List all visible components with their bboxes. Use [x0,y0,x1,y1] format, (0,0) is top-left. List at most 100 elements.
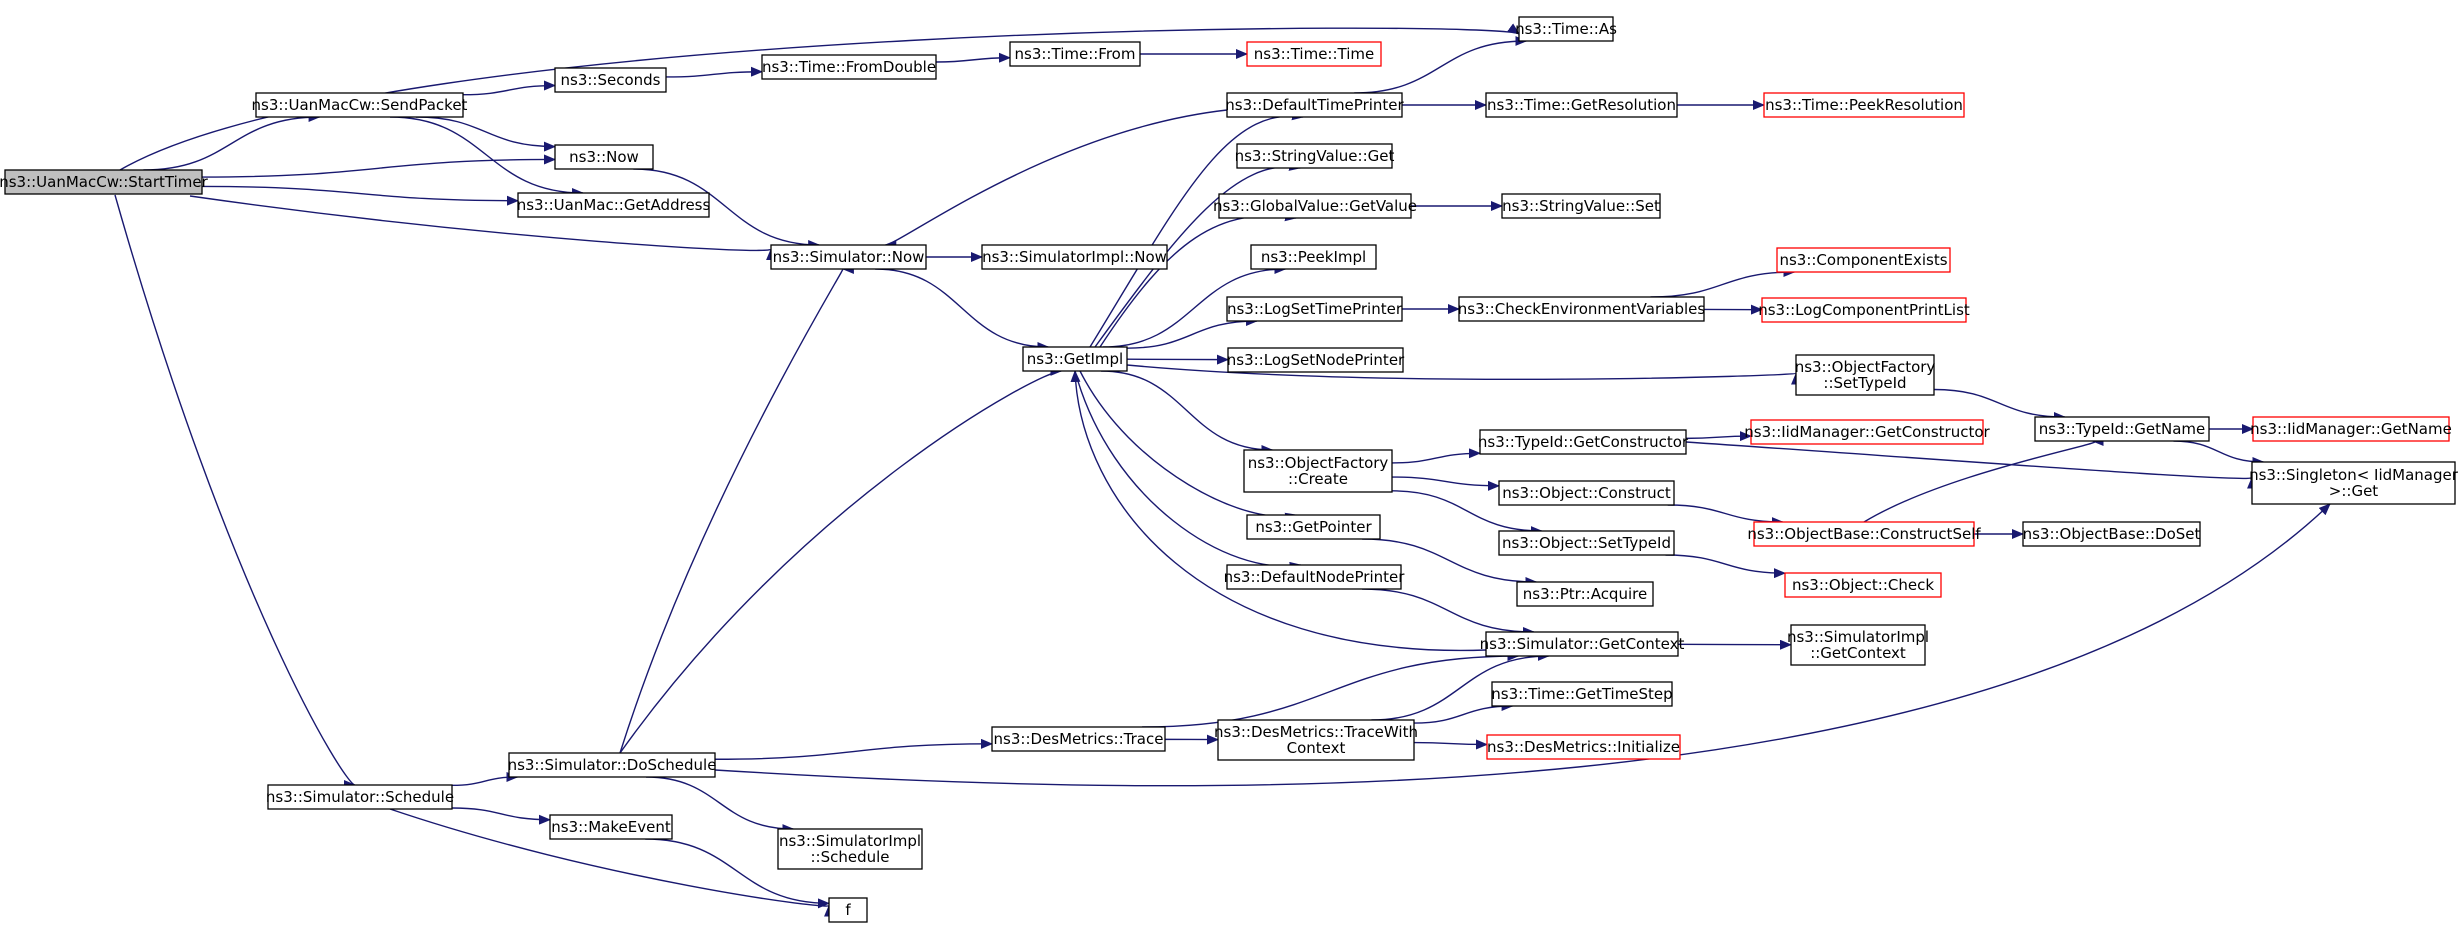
node-ptr-acquire[interactable]: ns3::Ptr::Acquire [1516,581,1654,607]
node-start-timer[interactable]: ns3::UanMacCw::StartTimer [0,169,209,195]
node-objfactory-create[interactable]: ns3::ObjectFactory::Create [1243,449,1393,493]
node-box [1246,514,1381,540]
node-label: >::Get [2329,482,2379,500]
node-box [981,244,1168,270]
node-label: ns3::ObjectFactory [1795,358,1936,376]
node-get-impl[interactable]: ns3::GetImpl [1022,346,1128,372]
node-get-address[interactable]: ns3::UanMac::GetAddress [517,192,711,218]
node-box [554,67,667,93]
node-stringvalue-set[interactable]: ns3::StringValue::Set [1501,193,1661,219]
node-desmetrics-trace[interactable]: ns3::DesMetrics::Trace [991,726,1166,752]
node-objbase-constructself[interactable]: ns3::ObjectBase::ConstructSelf [1747,521,1981,547]
node-label: ns3::LogSetTimePrinter [1227,300,1403,318]
node-label: ns3::PeekImpl [1261,248,1366,266]
node-label: ::GetContext [1810,644,1906,662]
node-seconds[interactable]: ns3::Seconds [554,67,667,93]
node-desmetrics-initialize[interactable]: ns3::DesMetrics::Initialize [1486,734,1681,760]
node-box [1516,581,1654,607]
node-log-set-time-printer[interactable]: ns3::LogSetTimePrinter [1226,296,1403,322]
node-label: ns3::Time::Time [1254,45,1375,63]
node-box [1498,530,1675,556]
node-default-node-printer[interactable]: ns3::DefaultNodePrinter [1224,564,1406,590]
node-log-set-node-printer[interactable]: ns3::LogSetNodePrinter [1227,347,1405,373]
node-box [1226,564,1402,590]
node-send-packet[interactable]: ns3::UanMacCw::SendPacket [252,92,468,118]
node-singleton-get[interactable]: ns3::Singleton< IidManager>::Get [2249,461,2459,505]
node-label: ::SetTypeId [1823,374,1906,392]
node-sim-now[interactable]: ns3::Simulator::Now [770,244,927,270]
node-object-check[interactable]: ns3::Object::Check [1784,572,1942,598]
edge-typeid_getname-to-singleton_get [2173,440,2265,467]
node-log-component-print-list[interactable]: ns3::LogComponentPrintList [1758,297,1970,323]
node-typeid-getname[interactable]: ns3::TypeId::GetName [2034,416,2210,442]
node-time-from[interactable]: ns3::Time::From [1009,41,1141,67]
edge-get_impl-to-peek_impl [1103,264,1287,348]
node-label: ns3::Time::From [1015,45,1136,63]
node-label: ns3::Seconds [561,71,661,89]
edge-sim_doschedule-to-desmetrics_trace [714,738,993,760]
node-box [761,54,937,80]
node-label: ns3::Object::Construct [1502,484,1671,502]
node-label: ns3::IidManager::GetName [2250,420,2452,438]
node-make-event[interactable]: ns3::MakeEvent [549,814,673,840]
node-box [1795,354,1935,396]
node-f[interactable]: f [828,897,868,923]
node-label: ns3::Object::Check [1792,576,1934,594]
edge-desmetrics_tracewithcontext-to-desmetrics_initialize [1413,739,1488,750]
node-label: ns3::Time::FromDouble [762,58,936,76]
node-simimpl-now[interactable]: ns3::SimulatorImpl::Now [981,244,1168,270]
node-label: ns3::SimulatorImpl [1787,628,1929,646]
node-object-settypeid[interactable]: ns3::Object::SetTypeId [1498,530,1675,556]
node-sim-getcontext[interactable]: ns3::Simulator::GetContext [1480,631,1685,657]
edge-from_double-to-time_from [935,52,1011,63]
node-label: ns3::Simulator::Schedule [266,788,454,806]
node-sim-doschedule[interactable]: ns3::Simulator::DoSchedule [508,752,717,778]
node-box [1776,247,1951,273]
edge-objfactory_settypeid-to-typeid_getname [1933,388,2066,422]
node-component-exists[interactable]: ns3::ComponentExists [1776,247,1951,273]
node-time-gettimestep[interactable]: ns3::Time::GetTimeStep [1491,681,1673,707]
node-peek-impl[interactable]: ns3::PeekImpl [1250,244,1377,270]
node-sim-schedule[interactable]: ns3::Simulator::Schedule [266,784,454,810]
node-globalvalue-getvalue[interactable]: ns3::GlobalValue::GetValue [1213,193,1417,219]
node-box [1753,521,1975,547]
node-label: ns3::DesMetrics::Trace [994,730,1164,748]
node-now[interactable]: ns3::Now [554,144,654,170]
edge-default_time_printer-to-time_as [1354,36,1528,94]
node-box [2022,521,2201,547]
node-box [1218,193,1412,219]
node-label: ns3::TypeId::GetName [2039,420,2205,438]
edge-seconds-to-from_double [665,66,763,78]
node-get-resolution[interactable]: ns3::Time::GetResolution [1485,92,1678,118]
node-iidmanager-getname[interactable]: ns3::IidManager::GetName [2250,416,2452,442]
node-time-as[interactable]: ns3::Time::As [1515,16,1617,42]
node-object-construct[interactable]: ns3::Object::Construct [1498,480,1675,506]
node-label: ns3::Simulator::DoSchedule [508,756,717,774]
node-stringvalue-get[interactable]: ns3::StringValue::Get [1235,143,1395,169]
node-label: ns3::DefaultTimePrinter [1225,96,1404,114]
node-label: ns3::DesMetrics::Initialize [1487,738,1680,756]
node-objbase-doset[interactable]: ns3::ObjectBase::DoSet [2022,521,2201,547]
node-simimpl-schedule[interactable]: ns3::SimulatorImpl::Schedule [777,828,923,870]
node-iidmanager-getconstructor[interactable]: ns3::IidManager::GetConstructor [1744,419,1991,445]
node-get-pointer[interactable]: ns3::GetPointer [1246,514,1381,540]
node-typeid-getconstructor[interactable]: ns3::TypeId::GetConstructor [1478,429,1689,455]
node-box [1246,41,1382,67]
node-time-time[interactable]: ns3::Time::Time [1246,41,1382,67]
node-simimpl-getcontext[interactable]: ns3::SimulatorImpl::GetContext [1787,624,1929,666]
node-default-time-printer[interactable]: ns3::DefaultTimePrinter [1225,92,1405,118]
edge-desmetrics_tracewithcontext-to-sim_getcontext [1371,651,1550,721]
node-objfactory-settypeid[interactable]: ns3::ObjectFactory::SetTypeId [1795,354,1936,396]
edge-sim_now-to-get_impl [875,268,1050,352]
node-peek-resolution[interactable]: ns3::Time::PeekResolution [1763,92,1965,118]
node-box [1486,734,1681,760]
node-label: ns3::Time::GetTimeStep [1491,685,1672,703]
edge-sim_doschedule-to-simimpl_schedule [645,776,795,834]
node-box [508,752,716,778]
node-box [1485,92,1678,118]
node-label: ns3::ObjectBase::ConstructSelf [1747,525,1981,543]
node-check-env-vars[interactable]: ns3::CheckEnvironmentVariables [1458,296,1706,322]
node-from-double[interactable]: ns3::Time::FromDouble [761,54,937,80]
